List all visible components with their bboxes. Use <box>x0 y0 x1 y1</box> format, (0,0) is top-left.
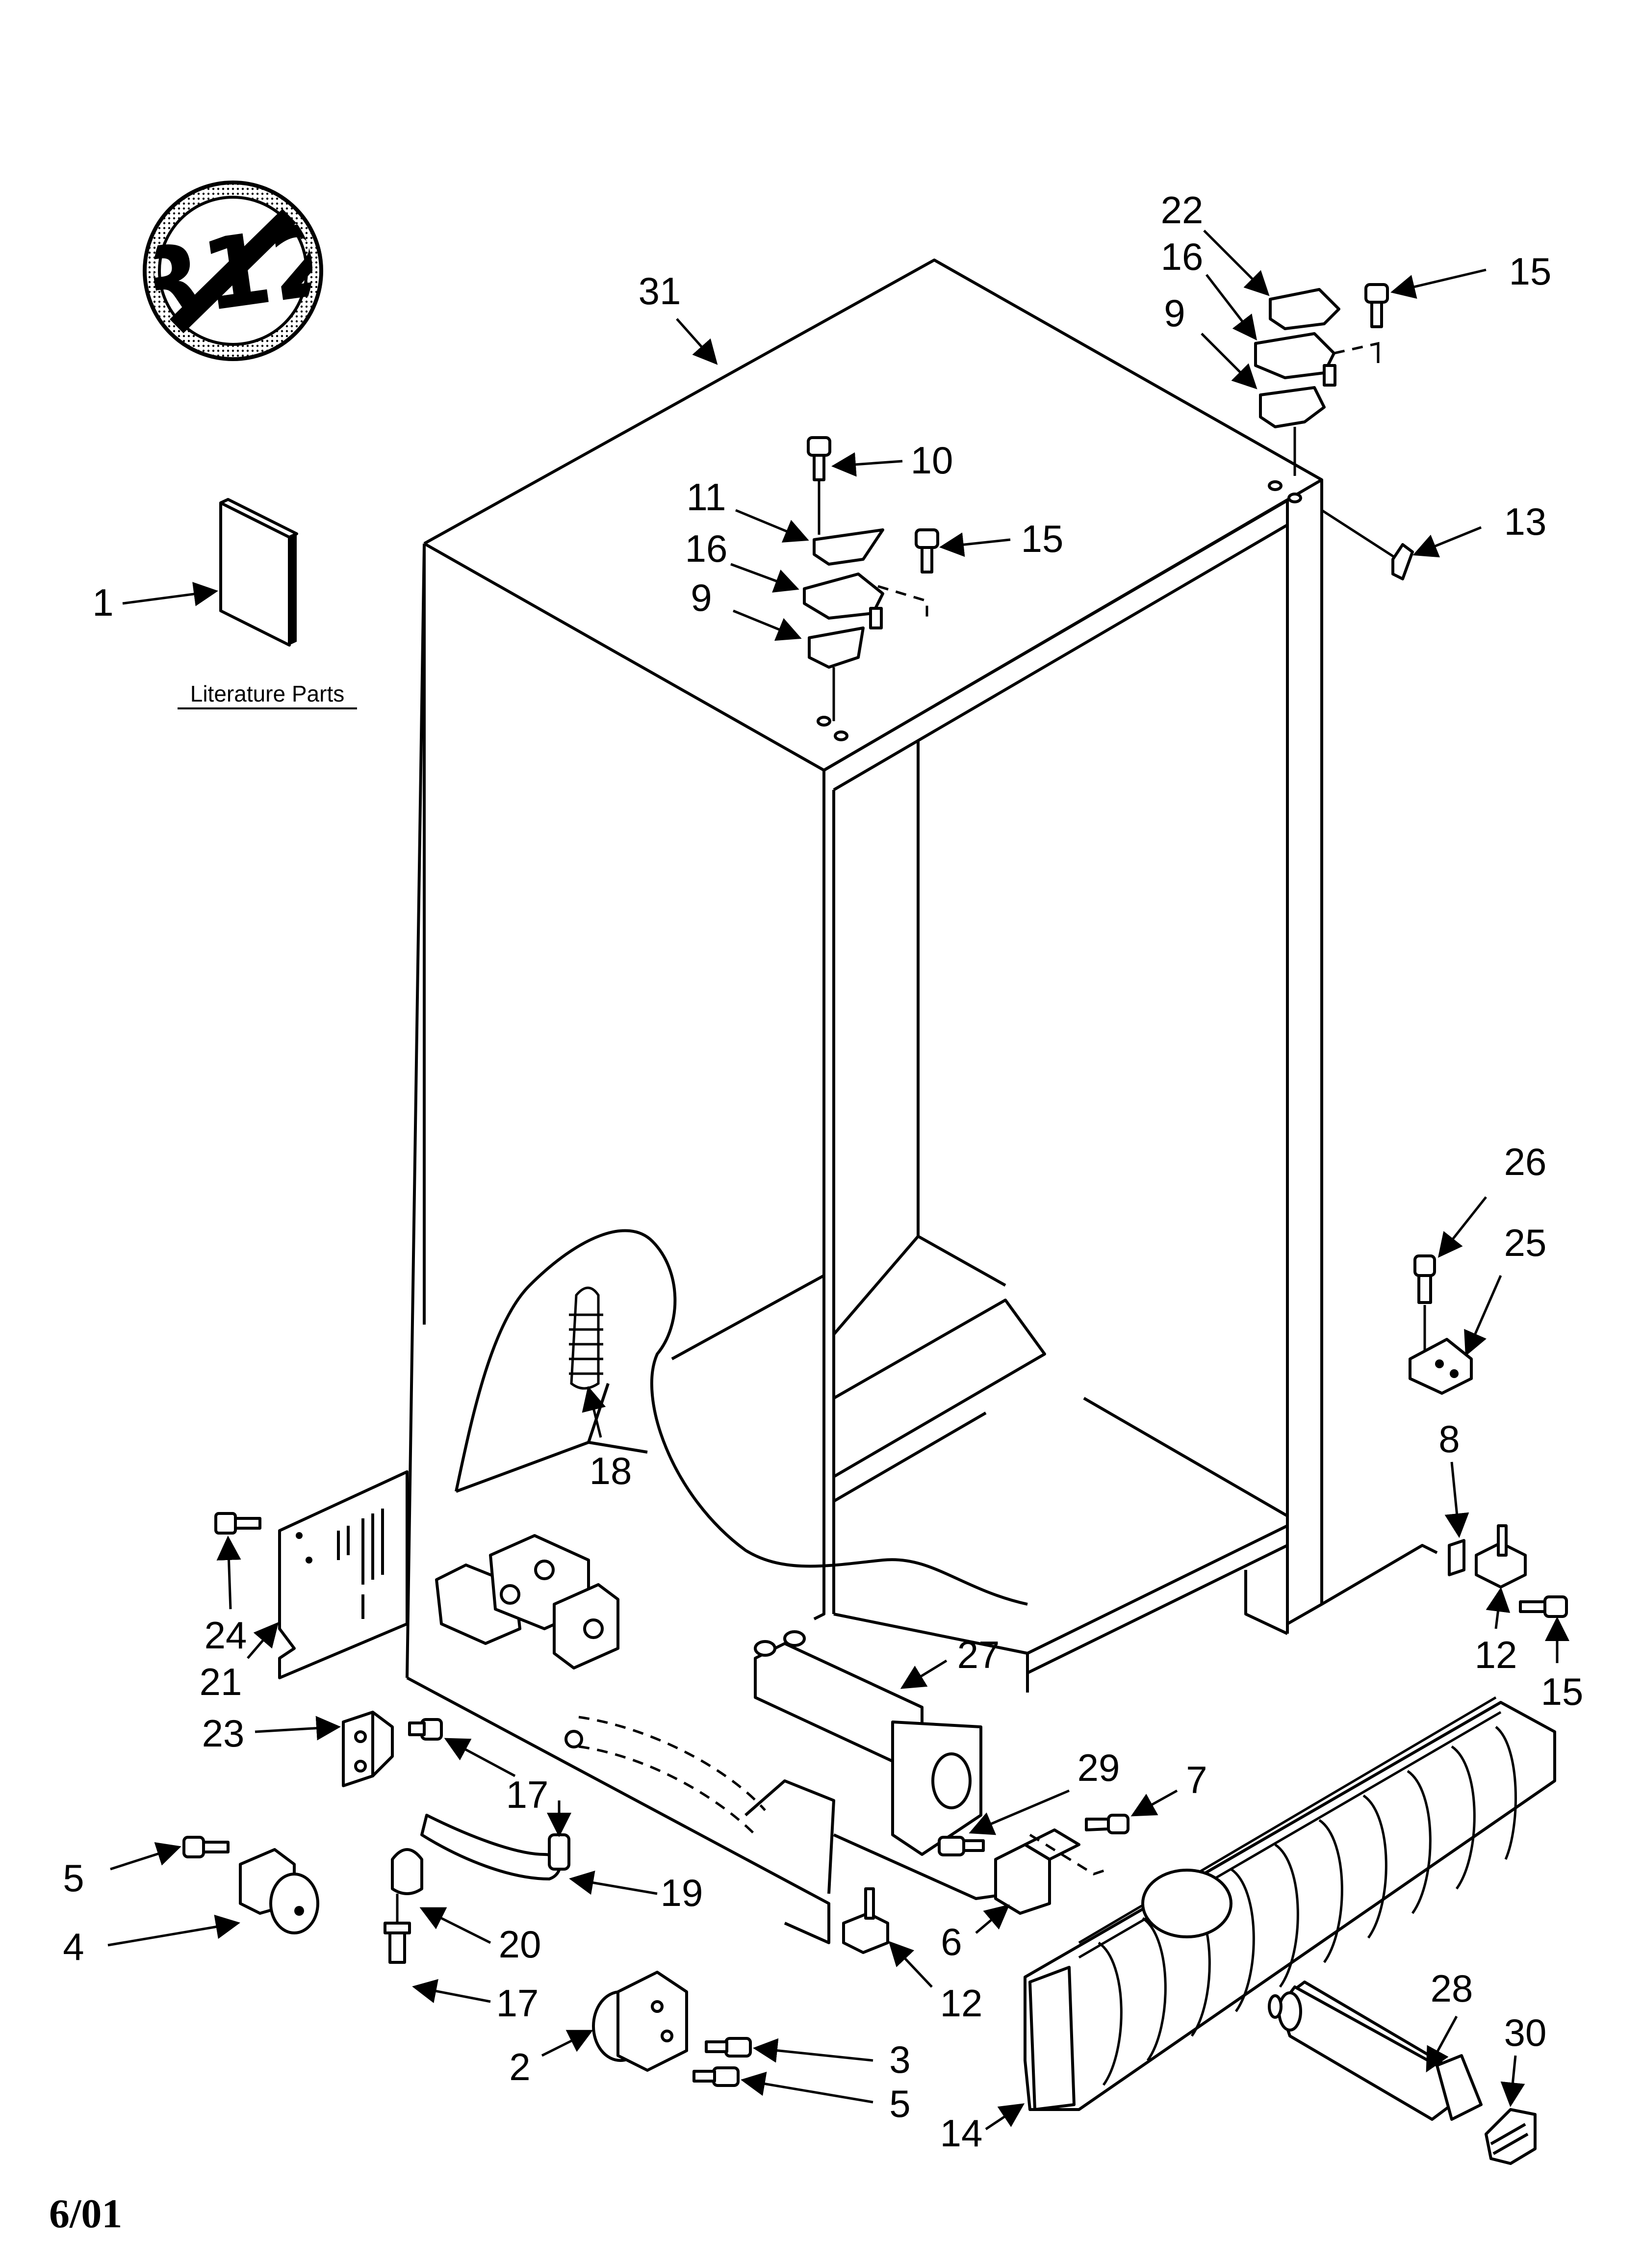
callout-18: 18 <box>590 1449 632 1492</box>
callout-16-left: 16 <box>685 527 728 570</box>
screw-5-rear <box>693 2066 740 2087</box>
drain-hose <box>420 1814 570 1880</box>
callout-9-right: 9 <box>1164 291 1185 335</box>
callout-19: 19 <box>661 1871 703 1914</box>
screw-24 <box>214 1512 261 1535</box>
callout-2: 2 <box>509 2045 530 2088</box>
callout-24: 24 <box>205 1614 247 1657</box>
callout-7: 7 <box>1186 1758 1207 1801</box>
leader-lines <box>107 230 1569 2131</box>
callout-22: 22 <box>1161 188 1204 232</box>
callout-31: 31 <box>639 269 681 313</box>
filter-cap <box>1485 2108 1537 2165</box>
callout-4: 4 <box>63 1925 84 1968</box>
refrigerator-cabinet <box>406 259 1438 1944</box>
callout-3: 3 <box>889 2038 910 2081</box>
bracket-8 <box>1448 1539 1465 1576</box>
control-board-assembly <box>435 1534 619 1669</box>
callout-8: 8 <box>1438 1417 1460 1460</box>
screw-7 <box>1085 1814 1129 1834</box>
callout-20: 20 <box>499 1923 541 1966</box>
callout-12-lower: 12 <box>940 1981 983 2025</box>
callout-labels: 31 1 10 11 16 9 15 22 16 9 15 13 26 25 8… <box>63 188 1583 2155</box>
callout-1: 1 <box>92 581 113 624</box>
literature-parts-caption: Literature Parts <box>190 681 344 706</box>
callout-5-bottom: 5 <box>889 2082 910 2125</box>
drain-tube-coil <box>569 1286 603 1390</box>
screw-29 <box>938 1836 985 1856</box>
top-hinge-right <box>1254 288 1340 503</box>
callout-17-upper: 17 <box>506 1773 549 1816</box>
screw-5-roller <box>182 1836 230 1858</box>
screw-15-top-left <box>915 528 939 574</box>
callout-27: 27 <box>957 1633 1000 1676</box>
base-grille <box>1024 1696 1556 2111</box>
callout-28: 28 <box>1431 1967 1473 2010</box>
callout-16-right: 16 <box>1161 235 1204 278</box>
callout-11: 11 <box>687 475 726 519</box>
callout-15-top: 15 <box>1509 250 1552 293</box>
clip-12-lower <box>842 1887 889 1954</box>
tube-clip-13 <box>1321 509 1414 580</box>
water-filter-housing <box>754 1630 982 1856</box>
screw-15-top-right <box>1364 283 1389 328</box>
callout-6: 6 <box>941 1920 962 1963</box>
date-code: 6/01 <box>49 2191 122 2237</box>
water-filter-cartridge <box>1268 1981 1483 2121</box>
screw-3 <box>705 2037 752 2058</box>
screw-17-upper <box>408 1718 443 1741</box>
wire-grommet <box>564 1730 583 1748</box>
rear-roller-bracket <box>592 1971 688 2072</box>
hose-clip <box>391 1848 423 1895</box>
callout-30: 30 <box>1504 2011 1547 2054</box>
callout-13: 13 <box>1504 500 1547 543</box>
callout-9-left: 9 <box>691 576 712 619</box>
screw-15-right <box>1519 1595 1568 1618</box>
callout-23: 23 <box>202 1712 245 1755</box>
screw-26 <box>1413 1254 1436 1304</box>
hinge-bracket-23 <box>342 1711 394 1787</box>
callout-25: 25 <box>1504 1221 1547 1264</box>
control-bracket <box>278 1470 409 1679</box>
literature-booklet <box>219 498 298 647</box>
screw-17-lower <box>384 1922 411 1964</box>
clip-25 <box>1409 1338 1473 1395</box>
clip-12-right <box>1475 1524 1527 1589</box>
callout-26: 26 <box>1504 1140 1547 1183</box>
front-roller <box>239 1848 319 1934</box>
callout-15-right: 15 <box>1541 1670 1584 1713</box>
callout-10: 10 <box>911 439 953 482</box>
callout-12-right: 12 <box>1475 1633 1517 1676</box>
callout-29: 29 <box>1078 1746 1120 1789</box>
callout-21: 21 <box>200 1660 242 1703</box>
callout-5-left: 5 <box>63 1856 84 1900</box>
callout-17-lower: 17 <box>496 1981 539 2025</box>
no-r12-icon: R12 <box>143 181 323 361</box>
top-hinge-left <box>803 436 884 741</box>
callout-15-mid: 15 <box>1021 517 1064 560</box>
filter-bracket <box>994 1828 1080 1915</box>
callout-14: 14 <box>940 2112 983 2155</box>
